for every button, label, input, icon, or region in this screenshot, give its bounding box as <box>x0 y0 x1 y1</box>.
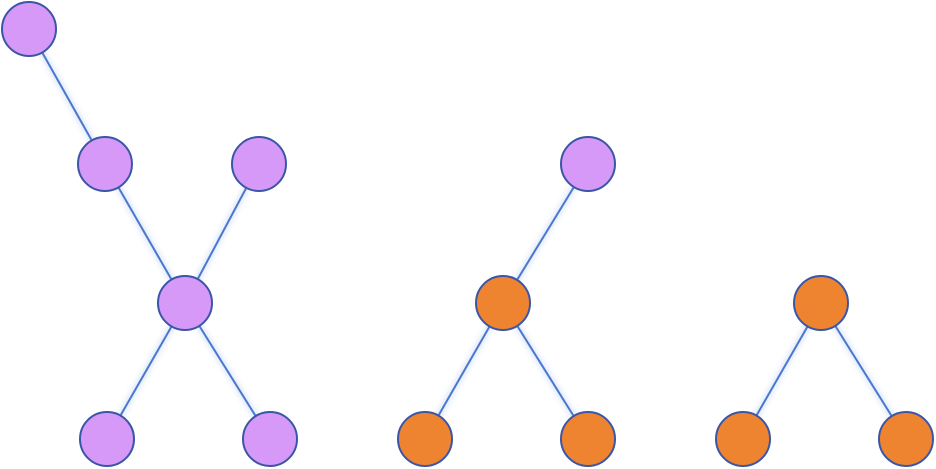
node-k-orange <box>793 275 849 331</box>
node-f-purple <box>242 411 298 467</box>
node-m-orange <box>878 411 934 467</box>
node-l-orange <box>715 411 771 467</box>
node-j-orange <box>560 411 616 467</box>
node-a-purple <box>1 1 57 57</box>
node-d-purple <box>157 275 213 331</box>
node-b-purple <box>77 136 133 192</box>
edges-layer <box>26 27 909 441</box>
node-h-orange <box>475 275 531 331</box>
node-c-purple <box>231 136 287 192</box>
node-g-purple <box>560 136 616 192</box>
node-i-orange <box>397 411 453 467</box>
node-e-purple <box>79 411 135 467</box>
